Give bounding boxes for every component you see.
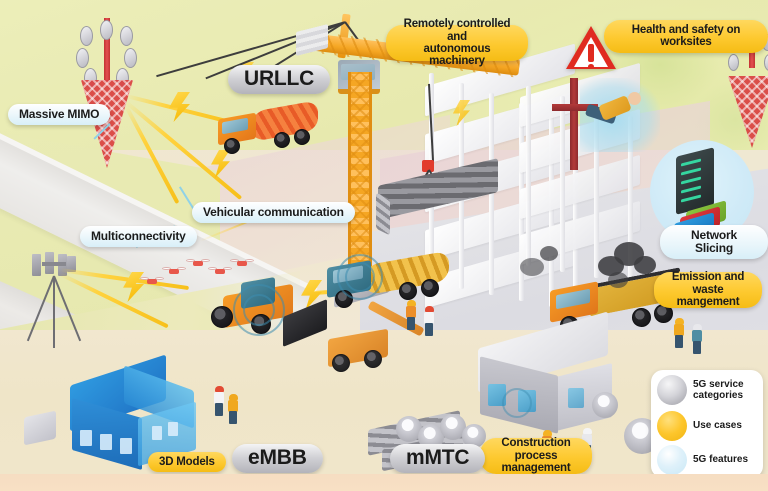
legend-item-service-categories[interactable]: 5G service categories [651, 372, 763, 408]
scaffold-pole [570, 78, 578, 170]
legend-item-use-cases[interactable]: Use cases [651, 408, 763, 444]
cell-tower-icon [70, 18, 144, 168]
crane-hook [422, 160, 434, 172]
pipe-stack [376, 192, 390, 236]
excavator [308, 300, 428, 386]
label-massive-mimo[interactable]: Massive MIMO [8, 104, 111, 125]
label-3d-models[interactable]: 3D Models [148, 452, 226, 473]
worker-figure [226, 394, 240, 424]
exhaust-smoke [540, 246, 558, 261]
legend-label: 5G features [693, 454, 749, 466]
warning-exclamation-dot [588, 64, 594, 69]
bulldozer [205, 277, 327, 347]
legend-swatch-light-blue [657, 445, 687, 475]
worker-figure [404, 300, 418, 330]
drone-icon [140, 276, 164, 286]
label-network-slicing[interactable]: Network Slicing [660, 225, 768, 259]
cable-coil [396, 416, 422, 442]
legend-label: Use cases [693, 420, 742, 432]
tanker-truck [325, 250, 455, 316]
building-skeleton-rear [520, 62, 670, 320]
worker-figure [422, 306, 436, 336]
tower-crane [156, 0, 550, 309]
worker-figure [690, 324, 704, 354]
3d-house-hologram [66, 354, 206, 474]
drone-icon [230, 258, 254, 268]
legend-swatch-grey [657, 375, 687, 405]
antenna-mast-icon [24, 252, 84, 352]
label-vehicular-communication[interactable]: Vehicular communication [192, 202, 355, 223]
legend-label: 5G service categories [693, 378, 744, 401]
label-emission-waste[interactable]: Emission and waste mangement [654, 271, 762, 308]
drone-icon [162, 266, 186, 276]
legend-item-5g-features[interactable]: 5G features [651, 442, 763, 478]
worker-figure [212, 386, 226, 416]
label-embb[interactable]: eMBB [232, 444, 323, 473]
falling-worker-head [628, 92, 641, 105]
drone-icon [186, 258, 210, 268]
label-remote-machinery[interactable]: Remotely controlled and autonomous machi… [386, 18, 528, 67]
cable-coil [440, 414, 466, 440]
steel-bar-load [378, 158, 498, 220]
exhaust-smoke [634, 256, 656, 274]
label-health-safety[interactable]: Health and safety on worksites [604, 20, 768, 53]
concrete-mixer-truck [218, 100, 328, 160]
bottom-color-band [0, 474, 768, 491]
cable-coil [592, 392, 618, 418]
label-construction-process[interactable]: Construction process management [480, 437, 592, 474]
scaffold-crossbar [552, 104, 598, 111]
site-office-container [472, 311, 636, 440]
legend-swatch-yellow [657, 411, 687, 441]
legend: 5G service categories Use cases 5G featu… [651, 370, 763, 478]
label-urllc[interactable]: URLLC [228, 65, 331, 94]
exhaust-smoke [608, 272, 628, 288]
worker-figure [672, 318, 686, 348]
warning-exclamation [588, 44, 594, 62]
exhaust-smoke [520, 258, 544, 276]
label-multiconnectivity[interactable]: Multiconnectivity [80, 226, 197, 247]
drone-icon [208, 266, 232, 276]
label-mmtc[interactable]: mMTC [390, 444, 486, 473]
